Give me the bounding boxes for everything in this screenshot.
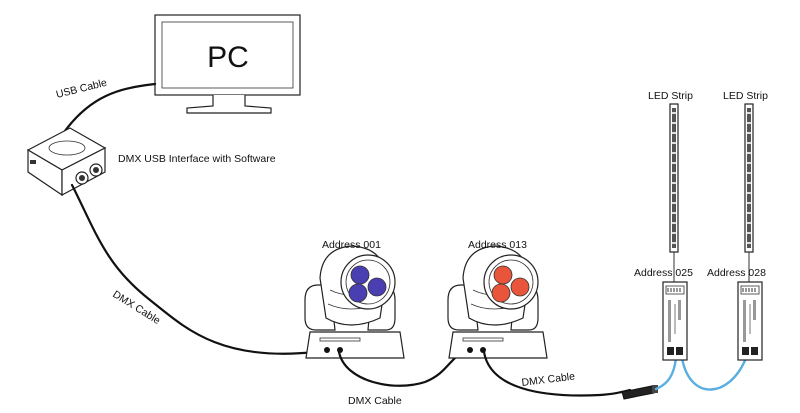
led-driver-1 <box>662 281 688 361</box>
moving-head-2 <box>447 245 548 359</box>
dmx-cable-2 <box>337 350 464 387</box>
usb-cable-label: USB Cable <box>55 77 108 101</box>
dmx-cable-3 <box>482 350 632 397</box>
led-driver-1-address: Address 025 <box>634 267 693 279</box>
moving-head-1-address: Address 001 <box>322 239 381 251</box>
usb-cable <box>60 82 157 137</box>
led-strip-1-label: LED Strip <box>648 90 693 102</box>
led-driver-2-address: Address 028 <box>707 267 766 279</box>
link-cable-1 <box>654 356 678 391</box>
pc-label: PC <box>207 41 249 74</box>
interface-label: DMX USB Interface with Software <box>118 153 276 165</box>
moving-head-2-address: Address 013 <box>468 239 527 251</box>
led-strip-2-label: LED Strip <box>723 90 768 102</box>
link-cable-2 <box>680 356 748 391</box>
dmx-connector <box>621 385 658 400</box>
dmx-cable-3-label: DMX Cable <box>521 371 576 389</box>
dmx-cable-2-label: DMX Cable <box>348 395 402 407</box>
led-strip-2 <box>744 103 754 282</box>
led-strip-1 <box>669 103 679 282</box>
pc-monitor: PC <box>154 14 301 114</box>
dmx-cable-1 <box>70 183 317 355</box>
led-driver-2 <box>737 281 763 361</box>
moving-head-1 <box>304 245 405 359</box>
dmx-cable-1-label: DMX Cable <box>110 288 162 327</box>
dmx-usb-interface <box>26 127 107 197</box>
